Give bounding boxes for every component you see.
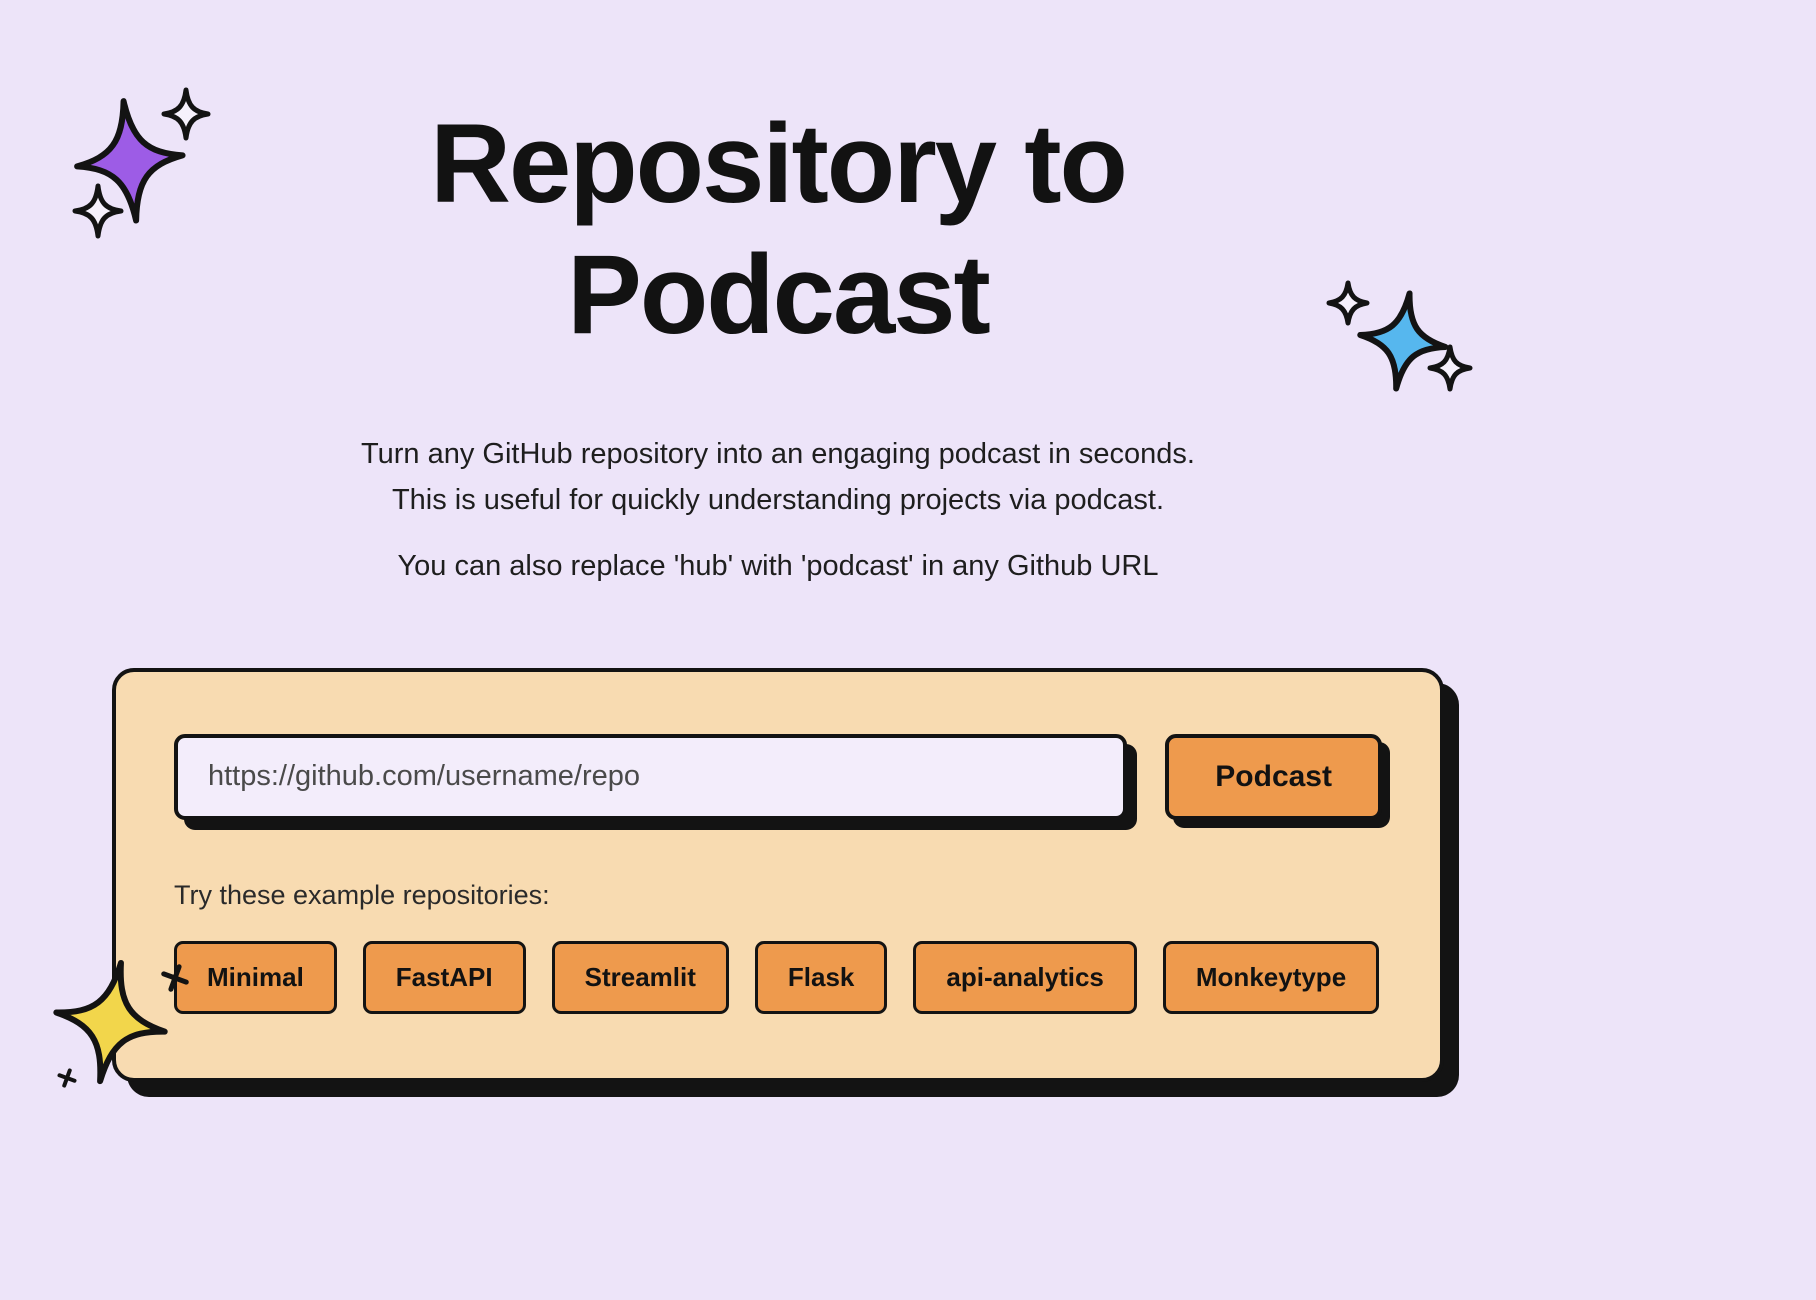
example-repo-button[interactable]: api-analytics xyxy=(913,940,1137,1014)
form-row: Podcast xyxy=(174,733,1382,820)
page-subtitle: Turn any GitHub repository into an engag… xyxy=(112,432,1444,589)
example-repo-buttons: Minimal FastAPI Streamlit Flask api-anal… xyxy=(174,940,1382,1014)
main-content: Repository to Podcast Turn any GitHub re… xyxy=(112,0,1444,1082)
example-repo-button[interactable]: Streamlit xyxy=(551,940,729,1014)
subtitle-line2: This is useful for quickly understanding… xyxy=(391,483,1165,516)
page-title-line2: Podcast xyxy=(567,232,991,358)
example-repo-button[interactable]: FastAPI xyxy=(362,940,526,1014)
subtitle-line1: Turn any GitHub repository into an engag… xyxy=(361,438,1195,471)
examples-label: Try these example repositories: xyxy=(174,879,550,910)
subtitle-line3: You can also replace 'hub' with 'podcast… xyxy=(397,549,1159,582)
example-repo-button[interactable]: Monkeytype xyxy=(1162,940,1380,1014)
page-title-line1: Repository to xyxy=(430,101,1128,226)
repo-url-input[interactable] xyxy=(174,733,1128,820)
podcast-submit-button[interactable]: Podcast xyxy=(1165,733,1382,820)
podcast-form-card: Podcast Try these example repositories: … xyxy=(112,667,1444,1082)
page-title: Repository to Podcast xyxy=(112,0,1444,360)
example-repo-button[interactable]: Flask xyxy=(754,940,888,1014)
example-repo-button[interactable]: Minimal xyxy=(174,940,337,1014)
